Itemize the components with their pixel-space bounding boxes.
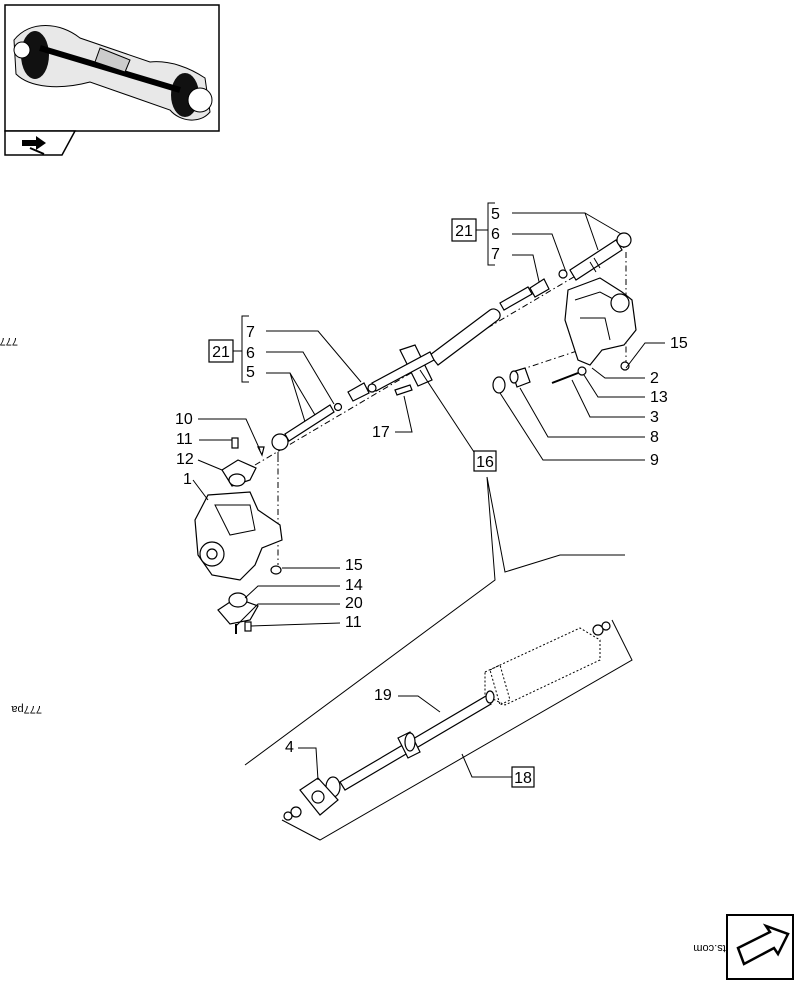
plate-12 — [221, 459, 257, 487]
axle-thumbnail[interactable] — [4, 4, 220, 132]
callout-3: 3 — [650, 409, 659, 426]
callout-17: 17 — [372, 424, 390, 441]
kit-21-upper: 21 5 6 7 — [451, 202, 629, 287]
plate-14 — [217, 592, 259, 634]
nav-next-button[interactable] — [726, 914, 794, 980]
callout-1: 1 — [183, 471, 192, 488]
callout-5-upper: 5 — [491, 206, 500, 223]
steering-knuckle-left — [194, 491, 283, 581]
callout-15-right: 15 — [670, 335, 688, 352]
kit-21-lower: 21 7 6 5 — [208, 315, 362, 426]
callout-7-lower: 7 — [246, 324, 255, 341]
callout-13: 13 — [650, 389, 668, 406]
callout-15-left: 15 — [345, 557, 363, 574]
arrow-right-icon — [736, 923, 790, 966]
callout-9: 9 — [650, 452, 659, 469]
cylinder-assembly-upper — [367, 286, 533, 396]
callout-11-top: 11 — [176, 431, 193, 448]
callout-11-bottom: 11 — [345, 614, 362, 631]
callout-14: 14 — [345, 577, 363, 594]
seal-15-left — [270, 565, 282, 575]
callout-7-upper: 7 — [491, 246, 500, 263]
tie-rod-end-left — [271, 382, 370, 462]
kit-16-label: 16 — [476, 454, 494, 471]
callout-6-upper: 6 — [491, 226, 500, 243]
callout-10: 10 — [175, 411, 193, 428]
callout-6-lower: 6 — [246, 345, 255, 362]
kit-21-lower-label: 21 — [212, 344, 230, 361]
bushings-8-9 — [492, 367, 531, 394]
callout-19: 19 — [374, 687, 392, 704]
tie-rod-end-right — [529, 232, 632, 298]
cylinder-detail-lower — [283, 621, 611, 821]
kit-21-upper-label: 21 — [455, 223, 473, 240]
callout-4: 4 — [285, 739, 294, 756]
callout-2: 2 — [650, 370, 659, 387]
nav-prev-button[interactable] — [4, 130, 77, 156]
callout-12: 12 — [176, 451, 194, 468]
bolt-11-top — [231, 437, 239, 449]
arrow-left-icon — [22, 136, 46, 150]
kit-18-label: 18 — [514, 770, 532, 787]
callout-20: 20 — [345, 595, 363, 612]
callout-8: 8 — [650, 429, 659, 446]
watermark-top: 777pa — [0, 335, 18, 347]
callout-5-lower: 5 — [246, 364, 255, 381]
watermark-mid: 777pa — [11, 703, 42, 715]
steering-knuckle-right — [564, 277, 637, 371]
pin-2-13-3 — [551, 366, 587, 384]
